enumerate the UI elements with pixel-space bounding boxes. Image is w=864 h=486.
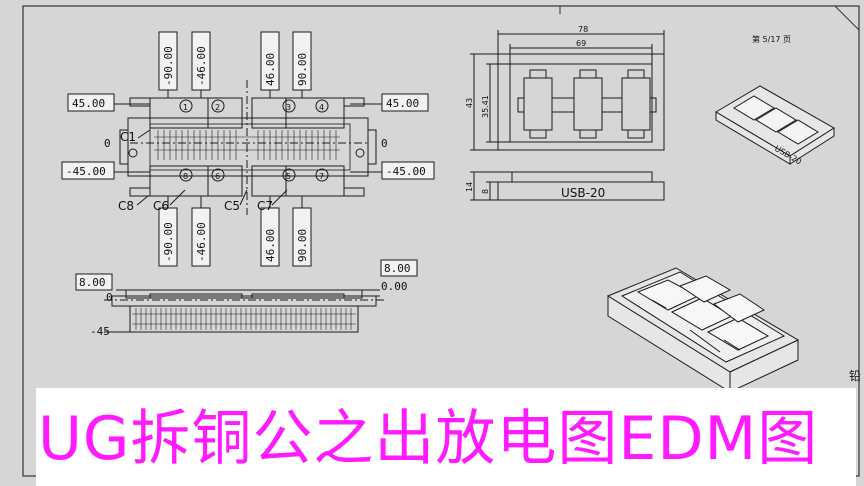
dim-part-height-inner: 35.41 [481, 95, 490, 118]
dim-top-left-90: -90.00 [162, 46, 175, 86]
label-c5: C5 [224, 199, 240, 213]
label-c6: C6 [153, 199, 169, 213]
dim-left-zero: 0 [104, 137, 111, 150]
dim-part-thick-inner: 8 [481, 189, 490, 194]
electrode-7: 7 [319, 172, 324, 181]
label-c8: C8 [118, 199, 134, 213]
electrode-5: 5 [286, 172, 291, 181]
dim-side-right-8: 8.00 [384, 262, 411, 275]
dim-top-left-46: -46.00 [195, 46, 208, 86]
dim-right-45: 45.00 [386, 97, 419, 110]
label-c7: C7 [257, 199, 273, 213]
side-view [104, 289, 385, 333]
electrode-1: 1 [183, 103, 188, 112]
electrode-6: 6 [215, 172, 220, 181]
dim-part-thick-outer: 14 [465, 182, 474, 192]
dim-top-right-90: 90.00 [296, 53, 309, 86]
part-top-view [470, 30, 665, 151]
banner-title: UG拆铜公之出放电图EDM图 [38, 404, 819, 474]
dim-bot-right-90: 90.00 [296, 229, 309, 262]
iso-part-view: USB-20 [715, 85, 835, 166]
electrode-2: 2 [215, 103, 220, 112]
dim-top-right-46: 46.00 [264, 53, 277, 86]
part-side-view [470, 171, 665, 201]
dim-side-left-8: 8.00 [79, 276, 106, 289]
dim-left-45: 45.00 [72, 97, 105, 110]
electrode-3: 3 [286, 103, 291, 112]
page-label: 第 5/17 页 [752, 34, 791, 44]
label-c1: C1 [120, 130, 136, 144]
dim-right-m45: -45.00 [386, 165, 426, 178]
side-view-dim-boxes [75, 259, 418, 291]
dim-bot-left-46: -46.00 [195, 222, 208, 262]
electrode-4: 4 [319, 103, 324, 112]
dim-side-left-zero: 0 [106, 291, 113, 304]
dim-left-m45: -45.00 [66, 165, 106, 178]
dim-side-right-0: 0.00 [381, 280, 408, 293]
dim-side-m45: -45 [90, 325, 110, 338]
iso-electrode-view [606, 267, 800, 393]
dim-part-width-inner: 69 [576, 39, 586, 48]
part-name-label: USB-20 [561, 186, 605, 200]
dim-right-zero: 0 [381, 137, 388, 150]
dim-part-width-outer: 78 [578, 25, 588, 34]
electrode-8: 8 [183, 172, 188, 181]
dim-bot-left-90: -90.00 [162, 222, 175, 262]
dim-bot-right-46: 46.00 [264, 229, 277, 262]
dim-part-height-outer: 43 [465, 98, 474, 108]
side-char: 铅 [849, 369, 861, 383]
title-banner [36, 388, 856, 486]
top-view-dim-boxes [61, 31, 435, 267]
top-view [112, 66, 384, 215]
